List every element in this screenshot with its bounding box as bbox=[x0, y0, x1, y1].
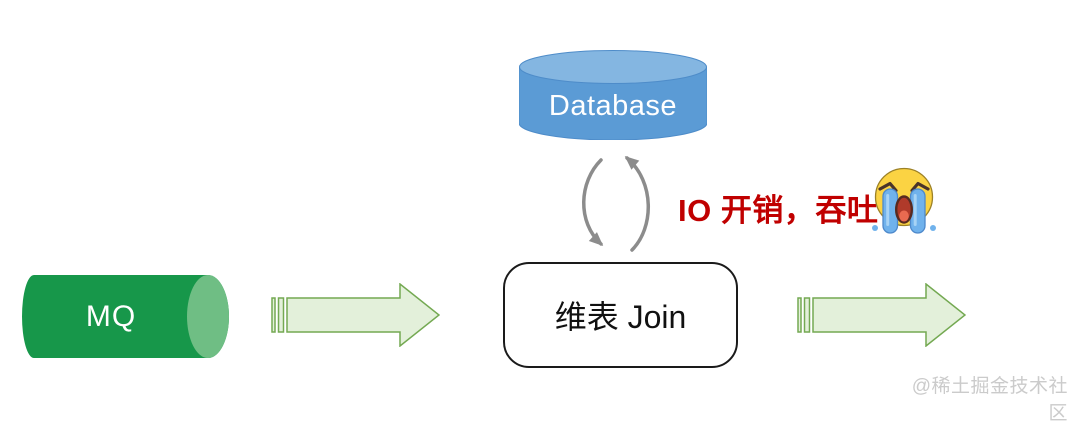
arrow-body bbox=[812, 283, 966, 347]
emoji-tongue bbox=[899, 210, 909, 222]
flow-arrow-mq-to-join bbox=[271, 283, 440, 347]
mq-cylinder-body bbox=[22, 275, 229, 358]
arrow-join-to-db-request bbox=[582, 158, 604, 247]
mq-label: MQ bbox=[85, 299, 137, 333]
mq-node: MQ bbox=[22, 275, 230, 358]
dimension-table-join-node: 维表 Join bbox=[503, 262, 738, 368]
arrow-stripe bbox=[277, 297, 285, 333]
emoji-splash-drop bbox=[872, 225, 878, 231]
database-node: Database bbox=[519, 50, 707, 140]
io-cost-text: IO 开销，吞吐 bbox=[678, 192, 879, 228]
join-label: 维表 Join bbox=[554, 299, 687, 335]
io-cost-annotation: IO 开销，吞吐 bbox=[678, 187, 879, 228]
arrow-stripe bbox=[803, 297, 811, 333]
loudly-crying-face-icon bbox=[872, 167, 936, 234]
arrow-db-to-join-response bbox=[624, 156, 650, 252]
database-label: Database bbox=[548, 89, 678, 122]
db-join-cycle-arrows bbox=[582, 156, 650, 252]
arrow-stripe bbox=[271, 297, 276, 333]
emoji-splash-drop bbox=[930, 225, 936, 231]
database-cylinder-shape bbox=[519, 50, 707, 140]
watermark: @稀土掘金技术社区 bbox=[911, 376, 1068, 424]
mq-cylinder-shape bbox=[22, 275, 229, 358]
arrow-stripe bbox=[797, 297, 802, 333]
emoji-tear-highlight bbox=[886, 194, 890, 226]
emoji-tear-highlight bbox=[913, 194, 917, 226]
mq-cylinder-cap bbox=[187, 275, 229, 358]
arrow-body bbox=[286, 283, 440, 347]
database-cylinder-top bbox=[519, 50, 707, 84]
emoji-left-eye bbox=[878, 181, 898, 193]
flow-arrow-join-to-output bbox=[797, 283, 966, 347]
emoji-right-eye bbox=[910, 181, 930, 193]
database-cylinder-body bbox=[519, 66, 707, 140]
